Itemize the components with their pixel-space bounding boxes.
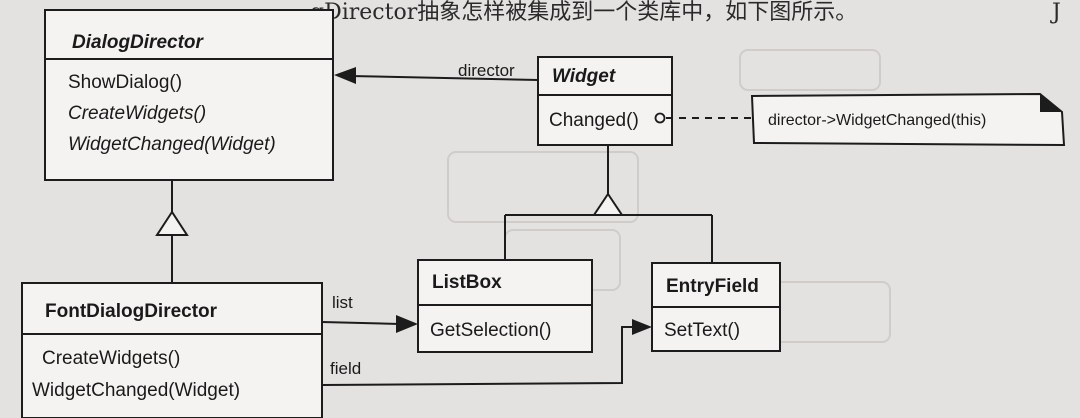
operation-widget-changed: WidgetChanged(Widget): [68, 134, 276, 155]
operation-create-widgets: CreateWidgets(): [42, 348, 180, 369]
association-director: director: [334, 61, 539, 84]
note-anchor-circle: [654, 112, 666, 124]
association-label-field: field: [330, 359, 361, 378]
association-field: field: [321, 319, 652, 386]
operation-show-dialog: ShowDialog(): [68, 72, 182, 93]
class-name: Widget: [552, 66, 616, 87]
association-label-director: director: [458, 61, 515, 80]
generalization-widgets: [504, 145, 713, 263]
page-header-mark: J: [1050, 0, 1061, 25]
operation-widget-changed: WidgetChanged(Widget): [32, 380, 240, 401]
operation-get-selection: GetSelection(): [430, 320, 551, 341]
class-font-dialog-director: FontDialogDirector CreateWidgets() Widge…: [21, 282, 323, 418]
arrowhead: [396, 315, 418, 333]
class-name: FontDialogDirector: [45, 301, 218, 322]
generalization-font-dialog-director: [155, 180, 189, 283]
operation-changed: Changed(): [549, 110, 639, 131]
class-name: EntryField: [666, 276, 759, 297]
note-text: director->WidgetChanged(this): [768, 112, 986, 129]
class-name: ListBox: [432, 272, 502, 293]
page-header-text: gDirector抽象怎样被集成到一个类库中，如下图所示。: [310, 0, 857, 25]
association-label-list: list: [332, 293, 353, 312]
note-box: director->WidgetChanged(this): [750, 92, 1066, 147]
arrowhead: [334, 67, 356, 84]
arrowhead: [632, 319, 652, 335]
note-corner-fold: [1040, 94, 1062, 112]
class-entry-field: EntryField SetText(): [651, 262, 781, 352]
class-widget: Widget Changed(): [537, 56, 673, 146]
operation-set-text: SetText(): [664, 320, 740, 341]
class-list-box: ListBox GetSelection(): [417, 259, 593, 353]
class-dialog-director: DialogDirector ShowDialog() CreateWidget…: [44, 9, 334, 181]
class-name: DialogDirector: [72, 32, 205, 53]
association-list: list: [321, 293, 418, 333]
operation-create-widgets: CreateWidgets(): [68, 103, 206, 124]
